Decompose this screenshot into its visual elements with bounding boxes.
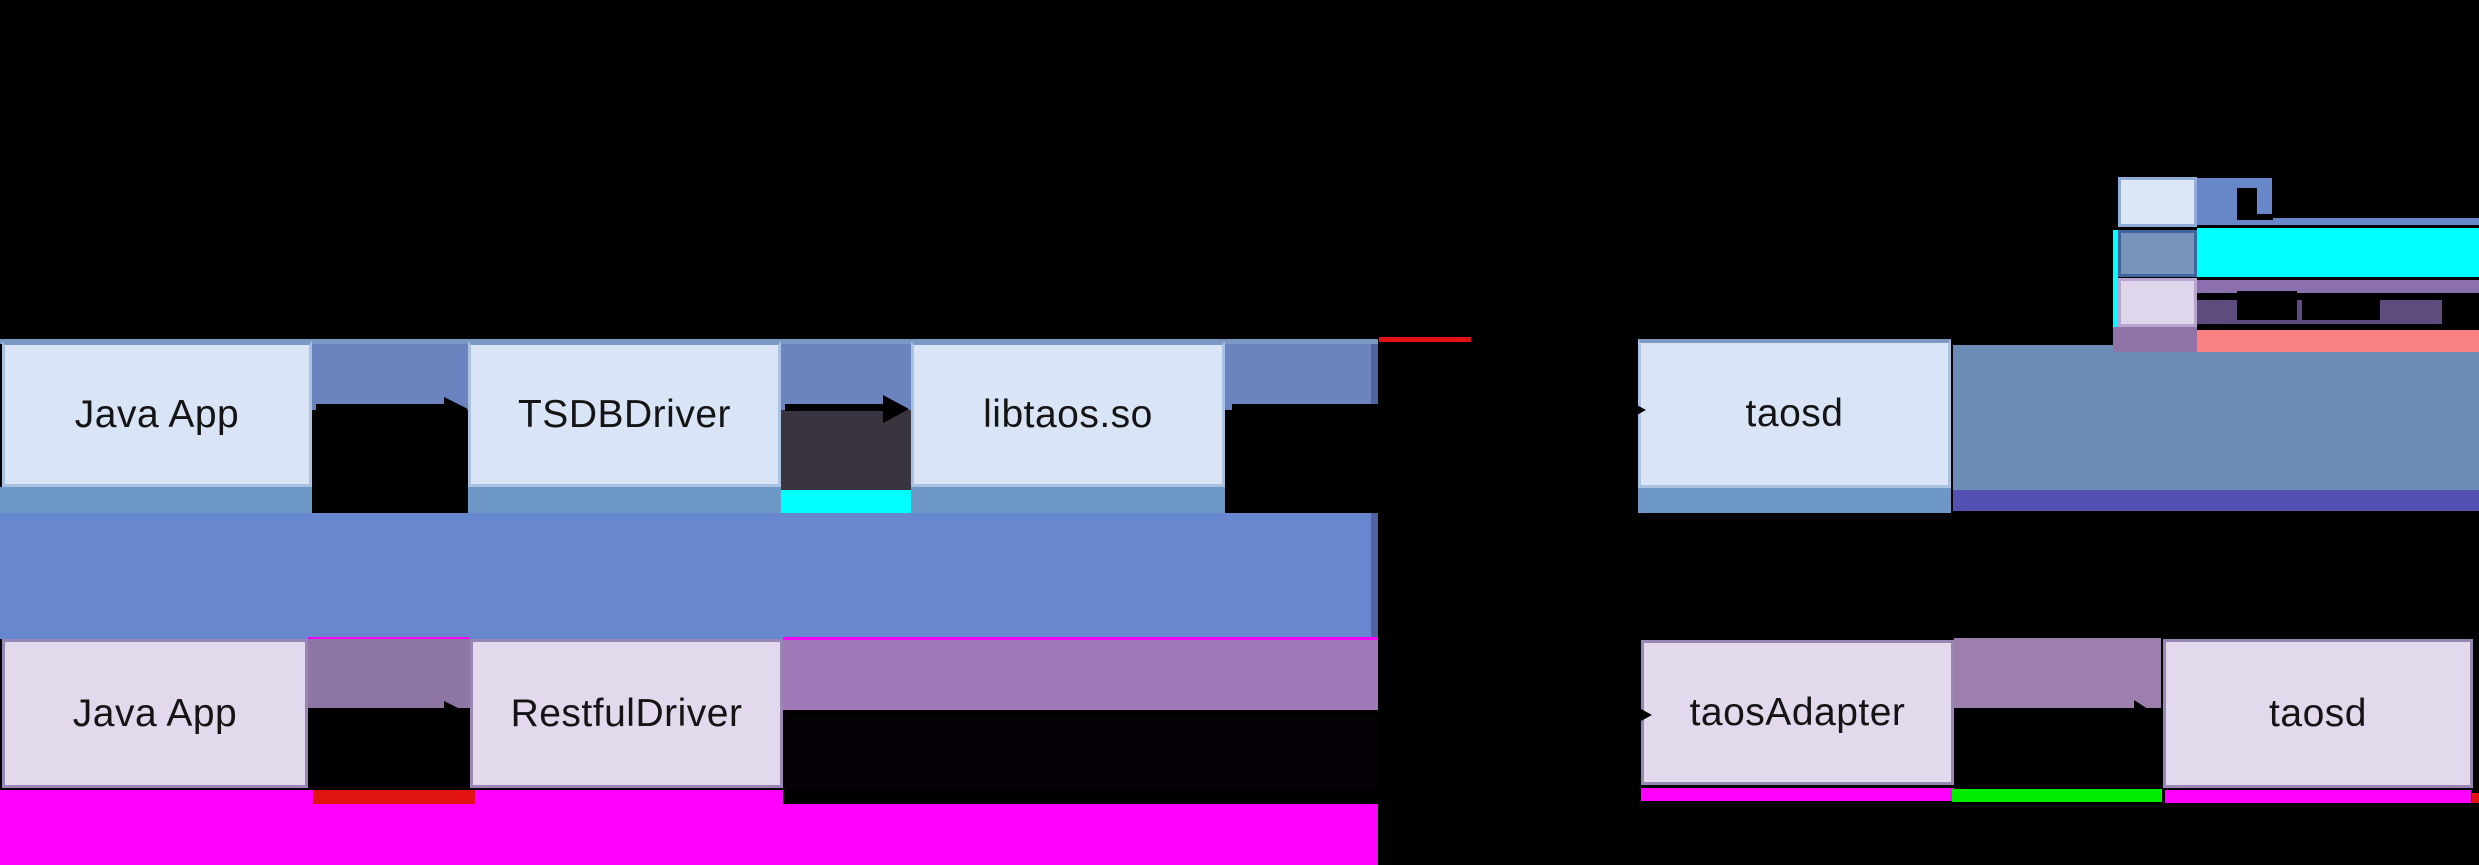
box-label: libtaos.so xyxy=(983,392,1153,436)
legend-swatch-jni xyxy=(2118,177,2197,227)
row2-gap1-band xyxy=(308,639,470,708)
row1-gap1-band xyxy=(312,344,468,410)
jdbc-big-blue-bar-edge xyxy=(1371,513,1378,639)
legend-swatch-slate xyxy=(2118,230,2197,277)
legend-blue-line xyxy=(2272,218,2479,225)
legend-swatch-restful xyxy=(2118,278,2197,327)
box-taosd-jni: taosd xyxy=(1638,339,1951,488)
box-label: taosAdapter xyxy=(1689,690,1906,734)
row2-purple-band-top-artifact xyxy=(783,637,1378,640)
arrow-line xyxy=(785,404,885,411)
box-taosd-restful: taosd xyxy=(2163,639,2473,788)
legend-cyan-sliver xyxy=(2113,230,2118,327)
row2-http-band xyxy=(783,640,1378,710)
row1-understrip xyxy=(0,487,312,513)
box-label: taosd xyxy=(1745,392,1844,435)
row1-understrip xyxy=(1638,487,1951,513)
row1-right-band xyxy=(1225,344,1378,410)
row1-violet-bar xyxy=(1953,490,2479,511)
bottom-red-strip xyxy=(313,790,475,804)
box-tsdbdriver: TSDBDriver xyxy=(468,341,781,487)
legend-cyan-bar xyxy=(2197,228,2479,277)
row1-gap2-shadow xyxy=(781,410,911,490)
box-label: RestfulDriver xyxy=(510,691,743,735)
row2-adapter-band xyxy=(1954,638,2161,708)
arrow-line xyxy=(312,710,446,716)
box-java-app-jni: Java App xyxy=(2,341,312,487)
row1-understrip xyxy=(911,487,1225,513)
legend-text-fragment xyxy=(2302,295,2380,320)
row1-gap2-cyan-artifact xyxy=(781,490,911,513)
arrow-line xyxy=(788,712,1634,717)
box-label: Java App xyxy=(74,392,240,436)
row1-gap1-shadow xyxy=(312,410,468,513)
row1-right-band-edge xyxy=(1371,344,1378,410)
box-restfuldriver: RestfulDriver xyxy=(470,639,783,788)
box-taosadapter: taosAdapter xyxy=(1641,640,1954,785)
bottom-black-strip xyxy=(783,790,1378,804)
corner-red-sliver xyxy=(2472,793,2479,803)
legend-purple-bar xyxy=(2197,280,2479,293)
jdbc-big-blue-bar xyxy=(0,513,1378,639)
green-strip-artifact xyxy=(1952,789,2162,802)
taosd2-magenta-strip xyxy=(2165,790,2471,803)
box-label: TSDBDriver xyxy=(517,392,731,436)
arrow-line xyxy=(316,404,446,411)
arrow-line xyxy=(1958,712,2140,717)
box-java-app-restful: Java App xyxy=(2,639,308,788)
legend-text-fragment xyxy=(2237,188,2257,218)
row2-gap1-shadow xyxy=(308,708,470,790)
box-libtaos: libtaos.so xyxy=(911,341,1225,487)
box-label: Java App xyxy=(72,691,238,735)
box-label: taosd xyxy=(2269,691,2367,735)
row2-top-line-artifact xyxy=(308,637,470,640)
legend-text-fragment xyxy=(2237,291,2297,320)
row1-understrip xyxy=(468,487,781,513)
row2-http-band-shadow xyxy=(783,710,1378,804)
legend-salmon-bar xyxy=(2197,330,2479,352)
arrow-line xyxy=(1232,404,1378,411)
legend-text-fragment xyxy=(2237,214,2273,220)
red-line-artifact xyxy=(1379,337,1471,342)
legend-mauve-patch xyxy=(2113,327,2197,352)
adapter-magenta-strip xyxy=(1641,788,1954,801)
row1-server-band xyxy=(1953,345,2479,490)
